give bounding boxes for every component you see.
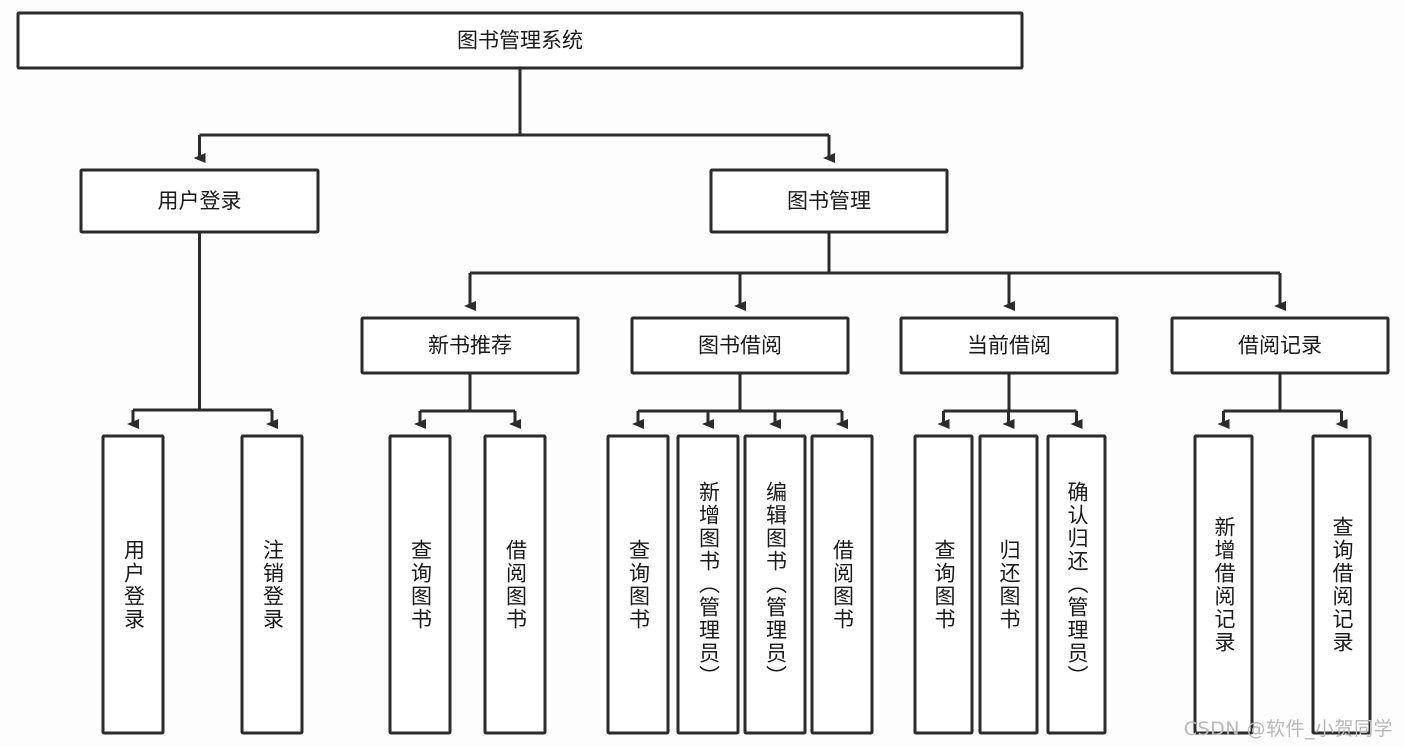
node-label-book-borrow: 图书借阅	[698, 334, 782, 358]
boxes-layer	[16, 11, 1390, 735]
node-box-leaf-logout-login[interactable]	[240, 434, 304, 735]
node-box-leaf-return-book[interactable]	[978, 434, 1039, 735]
node-box-borrow-records[interactable]	[1170, 316, 1390, 375]
node-box-leaf-borrow-book[interactable]	[810, 434, 874, 735]
node-box-leaf-borrow-book-recommend[interactable]	[483, 434, 547, 735]
node-box-leaf-query-book-recommend[interactable]	[388, 434, 452, 735]
node-box-leaf-edit-book-admin[interactable]	[743, 434, 807, 735]
node-box-leaf-query-borrow-record[interactable]	[1311, 434, 1372, 735]
node-box-leaf-query-book-borrow[interactable]	[606, 434, 670, 735]
node-box-book-borrow[interactable]	[630, 316, 850, 375]
node-box-root[interactable]	[16, 11, 1024, 70]
node-box-new-book-recommend[interactable]	[360, 316, 580, 375]
node-label-root: 图书管理系统	[457, 29, 583, 53]
node-label-borrow-records: 借阅记录	[1238, 334, 1322, 358]
node-box-leaf-query-book-current[interactable]	[913, 434, 974, 735]
node-box-leaf-add-book-admin[interactable]	[676, 434, 740, 735]
csdn-watermark: CSDN @软件_小贺同学	[1183, 718, 1393, 740]
node-label-book-management: 图书管理	[787, 189, 871, 213]
node-box-leaf-user-login[interactable]	[101, 434, 165, 735]
node-label-new-book-recommend: 新书推荐	[428, 334, 512, 358]
edges-layer	[127, 68, 1348, 429]
node-box-leaf-confirm-return-admin[interactable]	[1046, 434, 1107, 735]
node-box-book-management[interactable]	[709, 168, 949, 234]
node-label-user-login: 用户登录	[158, 189, 242, 213]
node-box-leaf-add-borrow-record[interactable]	[1193, 434, 1254, 735]
node-label-current-borrow: 当前借阅	[967, 334, 1051, 358]
node-box-user-login[interactable]	[79, 168, 320, 234]
node-box-current-borrow[interactable]	[899, 316, 1119, 375]
